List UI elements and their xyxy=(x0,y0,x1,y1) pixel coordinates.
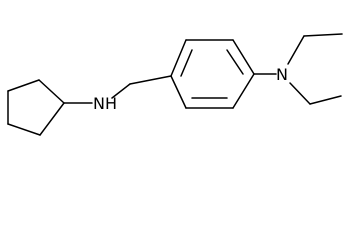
molecule-svg: NH N xyxy=(7,33,343,136)
benzene-double-bond xyxy=(226,49,244,75)
ethyl-lower-bond xyxy=(309,95,342,105)
structure-diagram: NH N xyxy=(7,33,343,136)
ring-bond xyxy=(38,79,65,104)
n-label: N xyxy=(276,65,288,84)
ring-bond xyxy=(39,102,65,136)
ethyl-upper-bond xyxy=(287,35,305,65)
benzene-bond xyxy=(170,39,187,77)
methylene-to-benzene-bond xyxy=(129,75,172,85)
ethyl-lower-bond xyxy=(289,82,311,105)
ring-bond xyxy=(7,79,40,92)
benzene-bond xyxy=(232,39,255,75)
benzene-bond xyxy=(170,75,187,109)
ring-bond xyxy=(7,123,41,136)
benzene-bond xyxy=(232,73,255,109)
nh-label: NH xyxy=(93,94,117,113)
ethyl-upper-bond xyxy=(303,33,343,37)
amine-to-methylene-bond xyxy=(111,83,131,99)
benzene-double-bond xyxy=(180,49,193,77)
benzene-ring xyxy=(170,39,255,109)
cyclopentyl-ring xyxy=(7,79,65,136)
